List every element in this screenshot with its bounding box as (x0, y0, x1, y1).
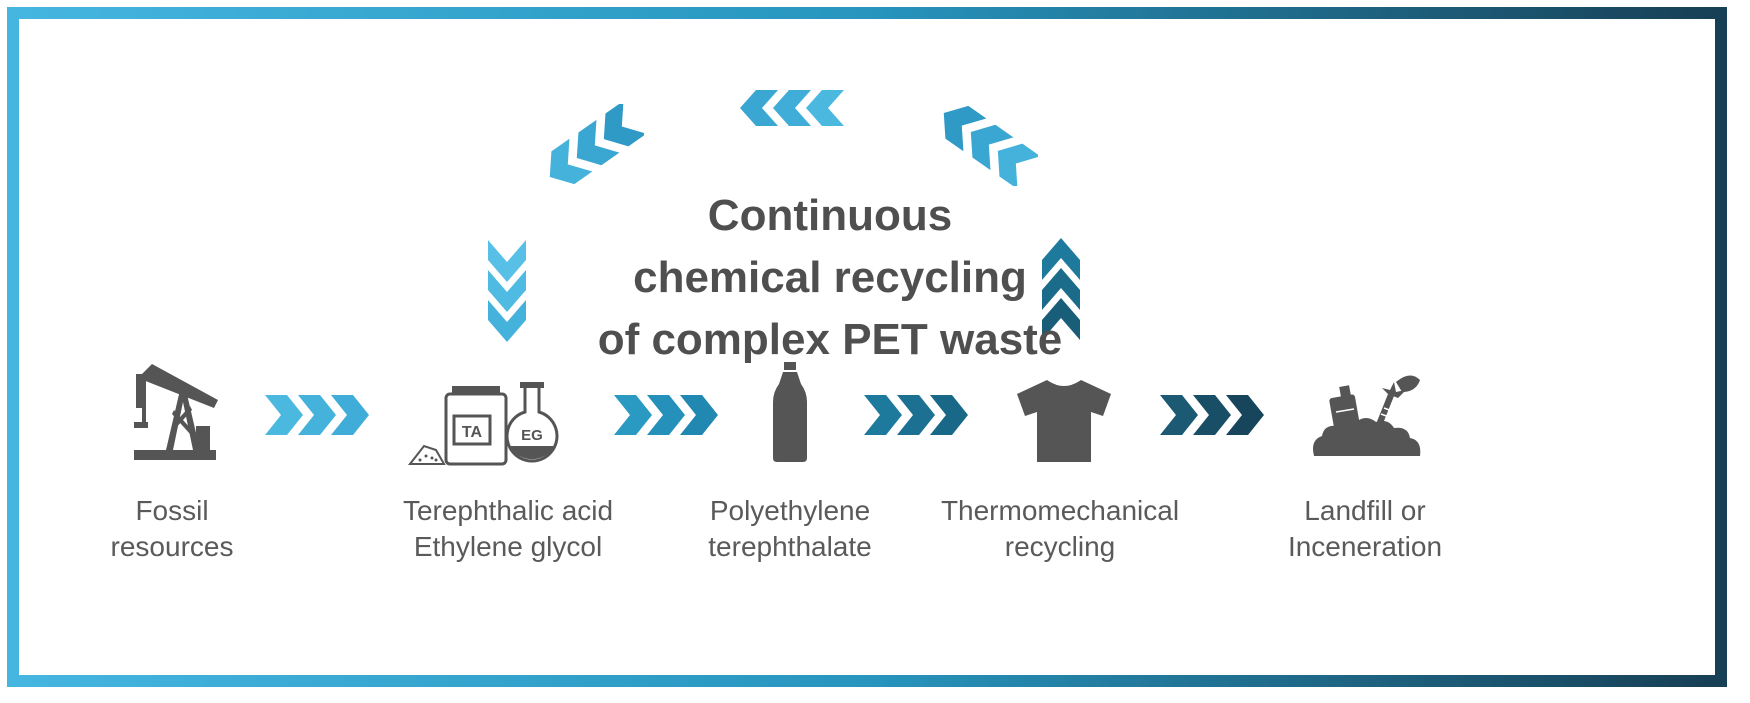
chevron-arrow-right-2 (614, 395, 718, 435)
border-frame (7, 7, 1727, 687)
stage-5-line-2: Inceneration (1287, 531, 1443, 562)
stage-fossil-label: Fossil resources (72, 493, 272, 565)
oil-pump-icon (134, 364, 218, 460)
stage-1-line-2: resources (110, 531, 234, 562)
chevron-arrow-right-3 (864, 395, 968, 435)
stage-1-line-1: Fossil (135, 495, 209, 526)
chevron-arrow-right-1 (265, 395, 369, 435)
chevron-arrow-top (740, 90, 844, 126)
title-line-2: chemical recycling (633, 253, 1027, 302)
chevron-arrow-upper-left (549, 104, 644, 185)
tshirt-icon (1017, 380, 1111, 462)
bottle-icon (773, 362, 807, 462)
chemicals-icon: TA EG (408, 382, 559, 466)
landfill-icon (1313, 375, 1421, 456)
ta-label: TA (462, 424, 483, 441)
chevron-arrow-down (488, 240, 526, 342)
chevron-arrow-up (1042, 238, 1080, 340)
chevron-arrow-right-4 (1160, 395, 1264, 435)
title-line-3: of complex PET waste (597, 315, 1063, 364)
stage-landfill-label: Landfill or Inceneration (1265, 493, 1465, 565)
eg-label: EG (521, 427, 543, 444)
stage-2-line-1: Terephthalic acid (402, 495, 614, 526)
stage-monomers-label: Terephthalic acid Ethylene glycol (388, 493, 628, 565)
stage-3-line-2: terephthalate (708, 531, 872, 562)
stage-5-line-1: Landfill or (1304, 495, 1426, 526)
diagram-title: Continuous chemical recycling of complex… (560, 185, 1100, 371)
stage-thermomechanical-label: Thermomechanical recycling (935, 493, 1185, 565)
stage-2-line-2: Ethylene glycol (413, 531, 603, 562)
chevron-arrow-upper-right (943, 105, 1038, 186)
title-line-1: Continuous (707, 191, 953, 240)
stage-3-line-1: Polyethylene (709, 495, 871, 526)
stage-pet-label: Polyethylene terephthalate (690, 493, 890, 565)
stage-4-line-1: Thermomechanical (940, 495, 1180, 526)
stage-4-line-2: recycling (1004, 531, 1116, 562)
